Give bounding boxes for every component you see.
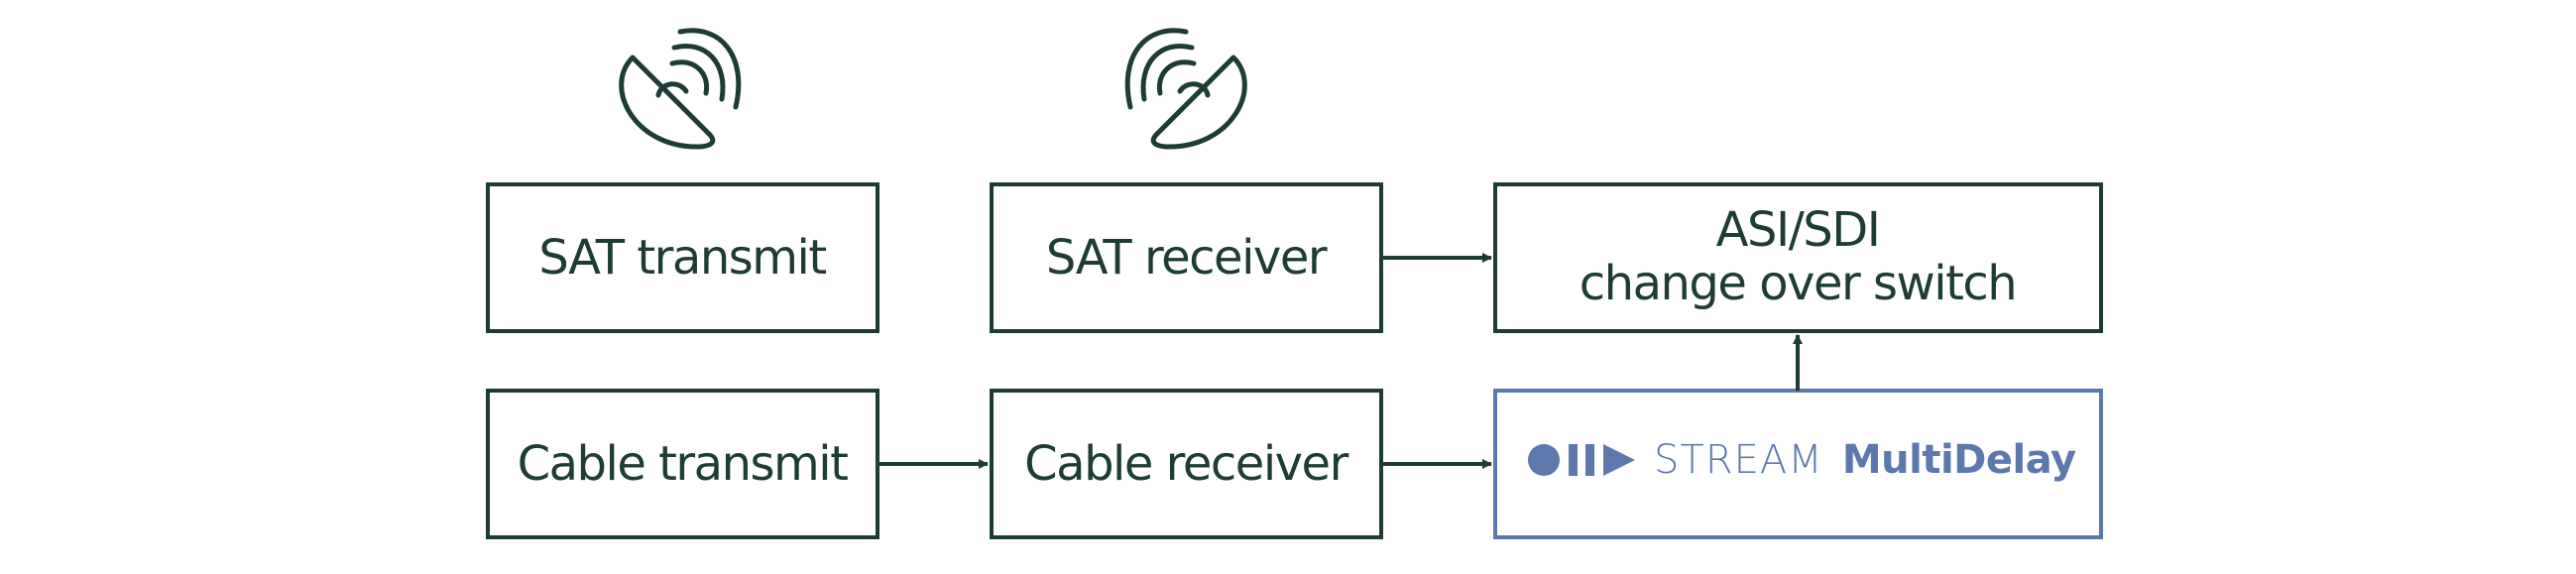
multidelay-label: STREAM MultiDelay: [1654, 437, 2076, 483]
asi-sdi-switch-box: [1493, 182, 2103, 333]
sat-receiver-label: SAT receiver: [1046, 230, 1328, 286]
transmit-satellite-dish-icon: [619, 28, 742, 150]
receive-satellite-dish-icon: [1124, 28, 1247, 150]
switch-label-line-1: ASI/SDI: [1716, 202, 1880, 258]
multidelay-word: MultiDelay: [1842, 437, 2076, 483]
stream-logo-icon: [1528, 444, 1635, 476]
sat-transmit-label: SAT transmit: [538, 230, 826, 286]
cable-transmit-label: Cable transmit: [518, 436, 849, 492]
sat-transmit-box: [486, 182, 879, 333]
stream-word: STREAM: [1654, 437, 1823, 483]
switch-label-line-2: change over switch: [1580, 256, 2016, 311]
cable-receiver-label: Cable receiver: [1024, 436, 1348, 492]
